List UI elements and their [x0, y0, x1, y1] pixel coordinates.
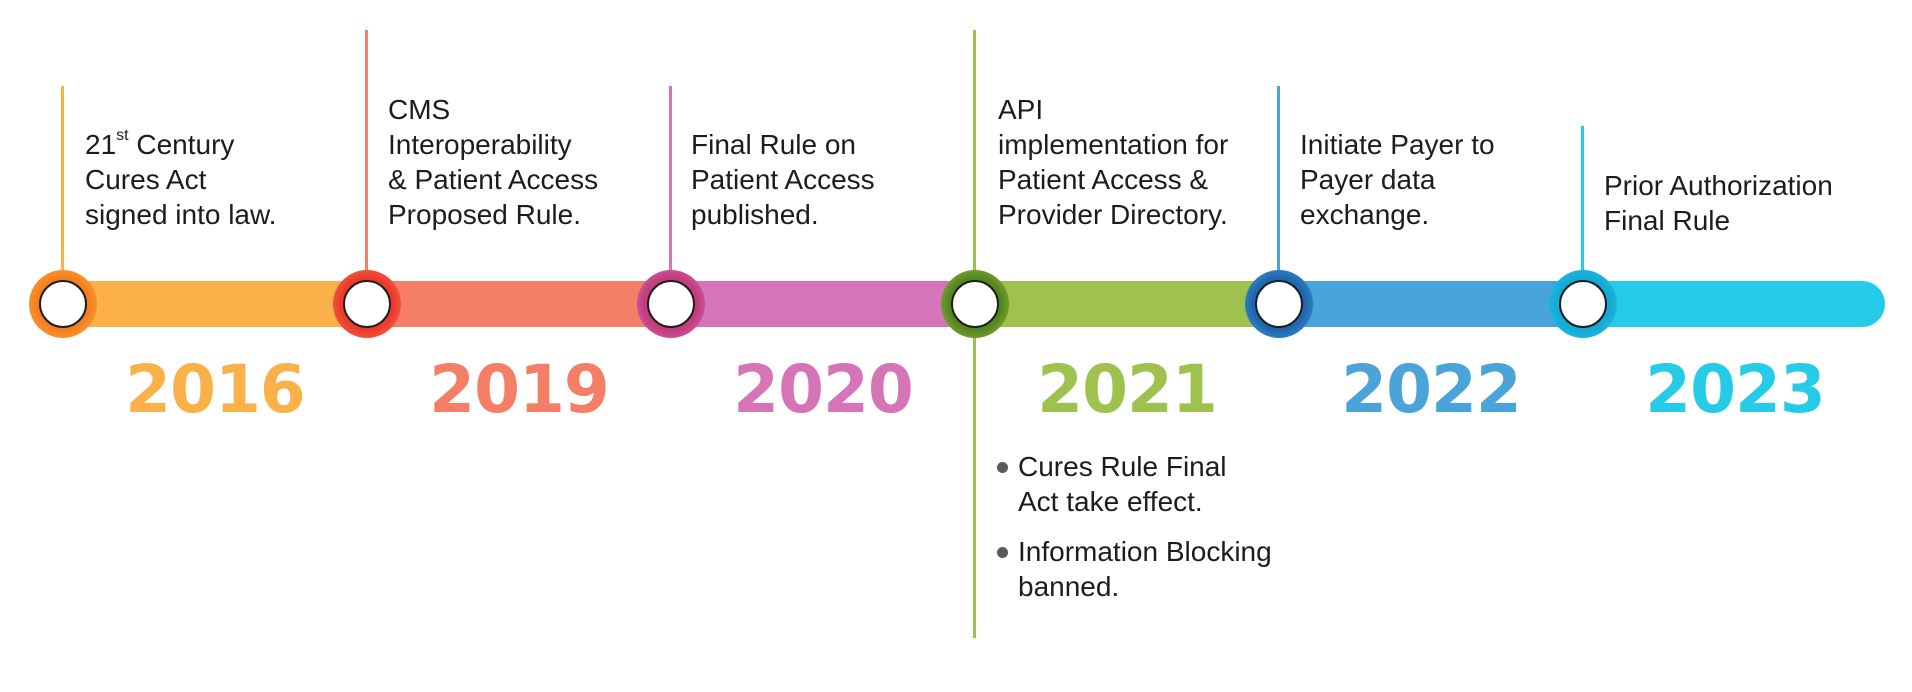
node-circle	[1559, 280, 1607, 328]
connector-line-2020	[669, 86, 672, 304]
year-label-2016: 2016	[125, 351, 306, 428]
year-label-2022: 2022	[1341, 351, 1522, 428]
description-line: Proposed Rule.	[388, 199, 582, 230]
bullet-list-2021: Cures Rule Final Act take effect. Inform…	[995, 449, 1272, 619]
timeline-bar-segment-2019	[367, 281, 671, 327]
description-line: exchange.	[1300, 199, 1430, 230]
bullet-item: Cures Rule Final Act take effect.	[995, 449, 1272, 519]
milestone-description-2016: 21st Century Cures Act signed into law.	[85, 127, 276, 232]
bullet-line: Cures Rule Final	[1018, 451, 1227, 482]
timeline-bar-segment-2020	[671, 281, 975, 327]
bullet-line: Act take effect.	[1018, 486, 1203, 517]
timeline-bar-segment-2016	[63, 281, 367, 327]
description-line: Final Rule on	[691, 129, 856, 160]
description-line: implementation for	[998, 129, 1229, 160]
year-label-2019: 2019	[429, 351, 610, 428]
node-circle	[39, 280, 87, 328]
milestone-description-2022: Initiate Payer to Payer data exchange.	[1300, 127, 1495, 232]
connector-line-2022	[1277, 86, 1280, 304]
description-line: & Patient Access	[388, 164, 599, 195]
description-line: Provider Directory.	[998, 199, 1228, 230]
description-line: published.	[691, 199, 819, 230]
description-line: CMS	[388, 94, 451, 125]
year-label-2023: 2023	[1645, 351, 1826, 428]
description-line: Patient Access	[691, 164, 875, 195]
description-line: Payer data	[1300, 164, 1436, 195]
milestone-node-2021	[941, 270, 1009, 338]
timeline-bar-segment-2022	[1279, 281, 1583, 327]
description-line: signed into law.	[85, 199, 277, 230]
description-line: Patient Access &	[998, 164, 1209, 195]
description-line: Final Rule	[1604, 205, 1731, 236]
milestone-description-2023: Prior Authorization Final Rule	[1604, 168, 1833, 238]
description-line: Cures Act	[85, 164, 207, 195]
description-line: API	[998, 94, 1044, 125]
description-line: Interoperability	[388, 129, 572, 160]
node-circle	[1255, 280, 1303, 328]
milestone-node-2022	[1245, 270, 1313, 338]
connector-line-2016	[61, 86, 64, 304]
connector-line-2019	[365, 30, 368, 304]
node-circle	[343, 280, 391, 328]
year-label-2021: 2021	[1037, 351, 1218, 428]
milestone-description-2021: API implementation for Patient Access & …	[998, 92, 1228, 232]
bullet-item: Information Blocking banned.	[995, 534, 1272, 604]
milestone-node-2020	[637, 270, 705, 338]
ordinal-suffix: st	[116, 126, 129, 144]
milestone-description-2020: Final Rule on Patient Access published.	[691, 127, 875, 232]
milestone-node-2019	[333, 270, 401, 338]
description-line: Initiate Payer to	[1300, 129, 1495, 160]
bullet-line: Information Blocking	[1018, 536, 1272, 567]
milestone-node-2023	[1549, 270, 1617, 338]
node-circle	[951, 280, 999, 328]
year-label-2020: 2020	[733, 351, 914, 428]
milestone-description-2019: CMS Interoperability & Patient Access Pr…	[388, 92, 598, 232]
timeline-bar-segment-2021	[975, 281, 1279, 327]
bullet-line: banned.	[1018, 571, 1120, 602]
bullet-dot-icon	[997, 547, 1008, 558]
description-line: Prior Authorization	[1604, 170, 1833, 201]
timeline-bar-segment-2023	[1583, 281, 1885, 327]
milestone-node-2016	[29, 270, 97, 338]
node-circle	[647, 280, 695, 328]
connector-line-2023	[1581, 126, 1584, 304]
bullet-dot-icon	[997, 462, 1008, 473]
description-line: 21st Century	[85, 126, 235, 160]
